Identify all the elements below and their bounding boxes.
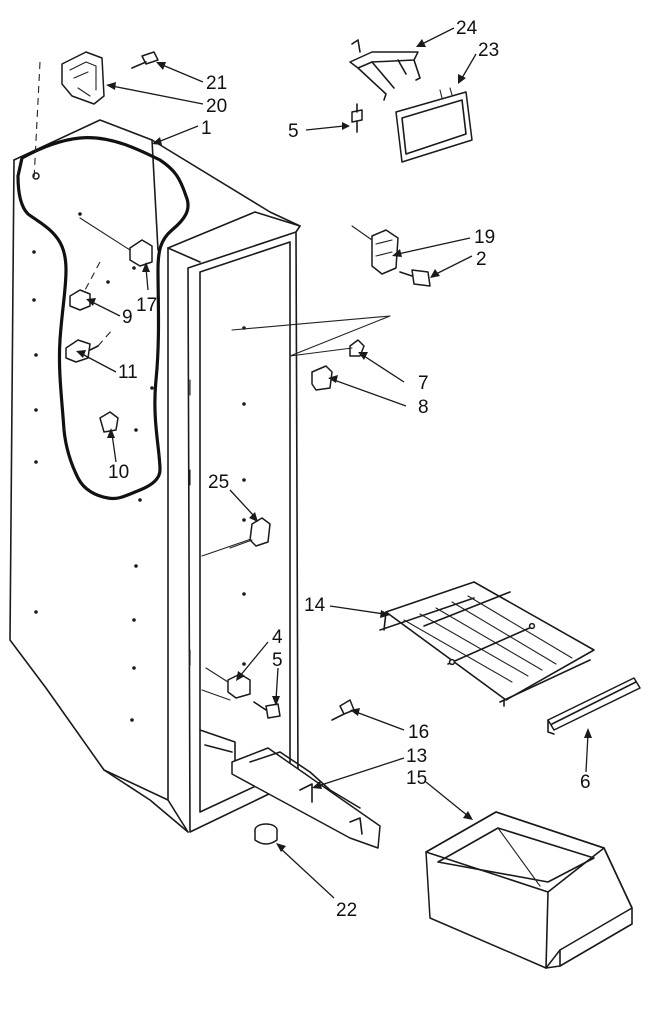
part-15-bin xyxy=(425,811,633,969)
part-23-light-shield xyxy=(395,87,473,163)
part-17-clip xyxy=(79,217,153,267)
assembly-line-7 xyxy=(231,315,391,357)
part-8-switch xyxy=(311,365,333,391)
part-6-shelf-trim xyxy=(547,677,641,735)
callout-23: 23 xyxy=(478,40,499,61)
part-5-screw-top xyxy=(351,103,363,133)
callout-8: 8 xyxy=(418,397,429,418)
part-14-wire-shelf xyxy=(379,581,595,707)
callout-7: 7 xyxy=(418,373,429,394)
cabinet-liner xyxy=(9,119,301,833)
callout-14: 14 xyxy=(304,595,326,616)
callout-5-top: 5 xyxy=(288,121,299,142)
part-24-bracket xyxy=(349,39,421,101)
part-22-plug xyxy=(254,823,278,845)
callout-20: 20 xyxy=(206,96,227,117)
part-20-bracket xyxy=(61,51,105,105)
callout-13: 13 xyxy=(406,746,427,767)
assembly-line-20 xyxy=(33,61,41,181)
callout-25: 25 xyxy=(208,472,229,493)
callout-5-lower: 5 xyxy=(272,650,283,671)
callout-16: 16 xyxy=(408,722,429,743)
part-13-cover xyxy=(231,747,381,849)
part-9-clip xyxy=(69,261,101,311)
callout-4: 4 xyxy=(272,627,283,648)
leader-lines xyxy=(76,27,592,899)
callout-24: 24 xyxy=(456,18,478,39)
callout-6: 6 xyxy=(580,772,591,793)
callout-2: 2 xyxy=(476,249,487,270)
callout-21: 21 xyxy=(206,73,227,94)
callout-17: 17 xyxy=(136,295,157,316)
callout-9: 9 xyxy=(122,307,133,328)
callout-22: 22 xyxy=(336,900,357,921)
part-5-screw-lower xyxy=(253,701,281,719)
part-16-screw xyxy=(331,699,355,721)
assembly-line-19 xyxy=(351,225,373,241)
liner-cutaway-outline xyxy=(16,136,190,501)
callout-19: 19 xyxy=(474,227,495,248)
callout-11: 11 xyxy=(118,362,138,383)
callout-labels: 21 20 1 24 23 5 19 2 17 9 11 7 8 10 25 1… xyxy=(108,18,591,921)
part-2-screw xyxy=(399,269,431,287)
callout-10: 10 xyxy=(108,462,129,483)
part-21-screw xyxy=(131,51,159,69)
callout-1: 1 xyxy=(201,118,212,139)
part-10-clip xyxy=(99,411,119,433)
callout-15: 15 xyxy=(406,768,427,789)
liner-holes xyxy=(32,172,246,722)
part-19-bracket xyxy=(371,229,399,275)
part-25-bracket xyxy=(229,517,271,549)
